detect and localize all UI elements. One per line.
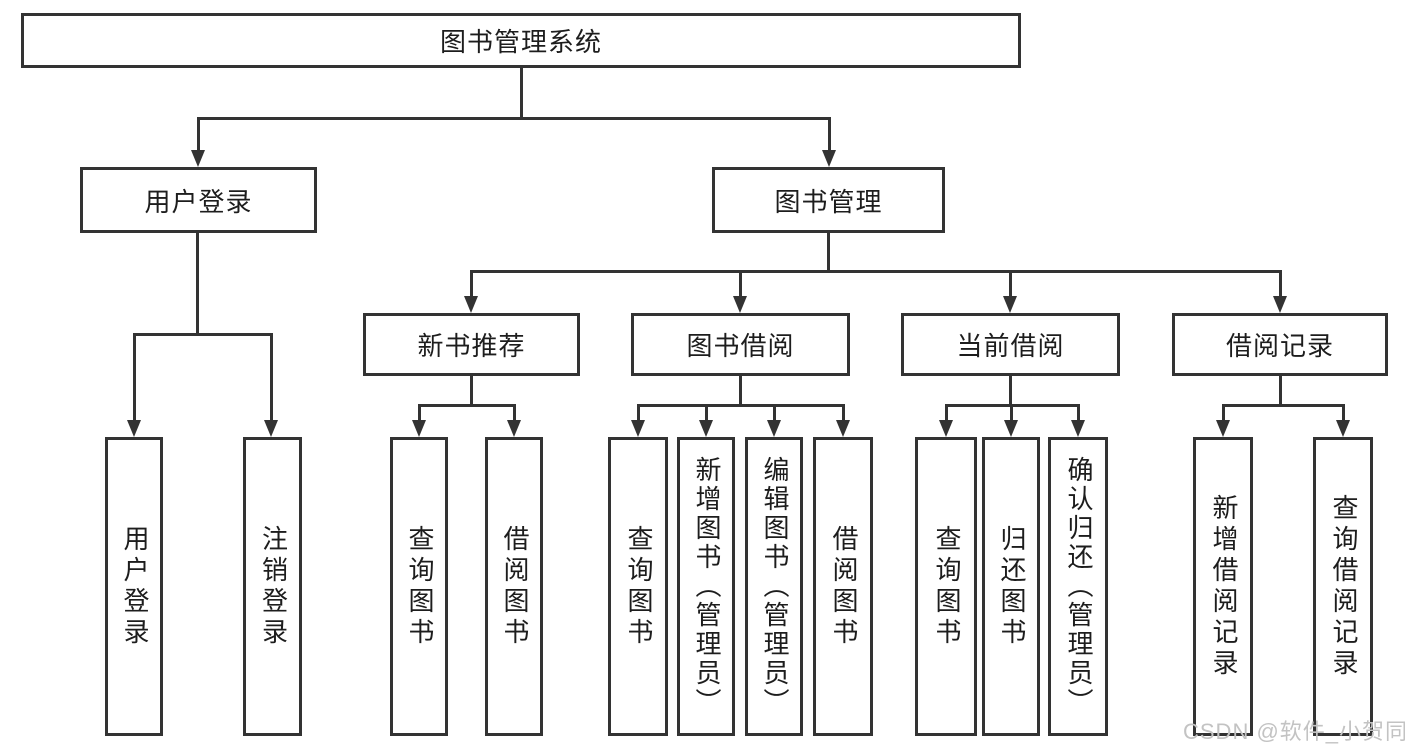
connector-stem-br-query-record	[1342, 404, 1345, 422]
arrowhead-bb-query-book	[631, 420, 645, 437]
connector-root-split	[197, 117, 831, 120]
node-br-query-record-label: 查询借阅记录	[1328, 493, 1359, 680]
node-bb-edit-book-label: 编辑图书（管理员）	[759, 456, 790, 717]
connector-stem-cb-query-book	[945, 404, 948, 422]
connector-borrowing-records-drop	[1279, 376, 1282, 407]
arrowhead-bb-add-book	[699, 420, 713, 437]
arrowhead-borrowing-records	[1273, 296, 1287, 313]
node-cb-confirm-return: 确认归还（管理员）	[1048, 437, 1108, 736]
node-leaf-user-login-label: 用户登录	[119, 524, 150, 649]
connector-stem-book-borrowing	[739, 270, 742, 298]
arrowhead-book-management	[822, 150, 836, 167]
connector-stem-bb-add-book	[705, 404, 708, 422]
node-bb-add-book: 新增图书（管理员）	[677, 437, 735, 736]
connector-stem-rec-borrow-book	[513, 404, 516, 422]
connector-user-login-split	[133, 333, 273, 336]
connector-stem-user-login	[197, 117, 200, 153]
arrowhead-bb-edit-book	[767, 420, 781, 437]
node-cb-query-book: 查询图书	[915, 437, 977, 736]
connector-new-book-recommend-split	[418, 404, 516, 407]
node-bb-query-book: 查询图书	[608, 437, 668, 736]
node-cb-confirm-return-label: 确认归还（管理员）	[1063, 456, 1094, 717]
connector-book-borrowing-drop	[739, 376, 742, 407]
arrowhead-current-borrowing	[1003, 296, 1017, 313]
arrowhead-new-book-recommend	[464, 296, 478, 313]
arrowhead-rec-borrow-book	[507, 420, 521, 437]
node-borrowing-records-label: 借阅记录	[1225, 331, 1334, 361]
node-root-label: 图书管理系统	[439, 27, 602, 57]
arrowhead-br-query-record	[1336, 420, 1350, 437]
arrowhead-bb-borrow-book	[836, 420, 850, 437]
node-user-login-label: 用户登录	[144, 186, 253, 217]
connector-book-management-drop	[827, 233, 830, 273]
connector-root-drop	[520, 68, 523, 118]
connector-current-borrowing-drop	[1009, 376, 1012, 407]
connector-stem-current-borrowing	[1009, 270, 1012, 298]
node-bb-query-book-label: 查询图书	[623, 524, 654, 649]
connector-stem-cb-return-book	[1010, 404, 1013, 422]
arrowhead-cb-query-book	[939, 420, 953, 437]
connector-stem-cb-confirm-return	[1077, 404, 1080, 422]
node-rec-query-book: 查询图书	[390, 437, 448, 736]
node-current-borrowing-label: 当前借阅	[956, 331, 1065, 361]
node-book-management-label: 图书管理	[774, 186, 883, 217]
connector-book-borrowing-split	[637, 404, 845, 407]
node-root: 图书管理系统	[21, 13, 1021, 68]
node-cb-return-book-label: 归还图书	[996, 524, 1027, 649]
arrowhead-rec-query-book	[412, 420, 426, 437]
node-leaf-logout-label: 注销登录	[258, 524, 289, 649]
arrowhead-book-borrowing	[733, 296, 747, 313]
node-br-add-record-label: 新增借阅记录	[1208, 493, 1239, 680]
connector-borrowing-records-split	[1222, 404, 1344, 407]
node-new-book-recommend: 新书推荐	[363, 313, 580, 376]
node-new-book-recommend-label: 新书推荐	[417, 331, 526, 361]
node-book-management: 图书管理	[712, 167, 945, 233]
node-rec-borrow-book: 借阅图书	[485, 437, 543, 736]
node-leaf-user-login: 用户登录	[105, 437, 163, 736]
node-book-borrowing: 图书借阅	[631, 313, 850, 376]
arrowhead-cb-return-book	[1004, 420, 1018, 437]
node-cb-query-book-label: 查询图书	[931, 524, 962, 649]
node-leaf-logout: 注销登录	[243, 437, 302, 736]
connector-stem-bb-edit-book	[773, 404, 776, 422]
connector-new-book-recommend-drop	[470, 376, 473, 407]
connector-book-management-split	[470, 270, 1282, 273]
node-bb-borrow-book-label: 借阅图书	[828, 524, 859, 649]
connector-user-login-drop	[196, 233, 199, 335]
node-br-add-record: 新增借阅记录	[1193, 437, 1253, 736]
node-bb-borrow-book: 借阅图书	[813, 437, 873, 736]
connector-stem-leaf-user-login	[133, 333, 136, 422]
node-borrowing-records: 借阅记录	[1172, 313, 1388, 376]
node-rec-borrow-book-label: 借阅图书	[499, 524, 530, 649]
arrowhead-leaf-logout	[264, 420, 278, 437]
node-current-borrowing: 当前借阅	[901, 313, 1120, 376]
watermark: CSDN @软件_小贺同学	[1183, 719, 1405, 744]
connector-stem-br-add-record	[1222, 404, 1225, 422]
arrowhead-cb-confirm-return	[1071, 420, 1085, 437]
node-bb-edit-book: 编辑图书（管理员）	[745, 437, 803, 736]
connector-stem-book-management	[828, 117, 831, 153]
node-rec-query-book-label: 查询图书	[404, 524, 435, 649]
arrowhead-br-add-record	[1216, 420, 1230, 437]
node-br-query-record: 查询借阅记录	[1313, 437, 1373, 736]
connector-stem-bb-borrow-book	[842, 404, 845, 422]
arrowhead-leaf-user-login	[127, 420, 141, 437]
node-bb-add-book-label: 新增图书（管理员）	[691, 456, 722, 717]
connector-stem-leaf-logout	[270, 333, 273, 422]
arrowhead-user-login	[191, 150, 205, 167]
node-cb-return-book: 归还图书	[982, 437, 1040, 736]
node-book-borrowing-label: 图书借阅	[686, 331, 795, 361]
connector-stem-rec-query-book	[418, 404, 421, 422]
connector-stem-borrowing-records	[1279, 270, 1282, 298]
connector-stem-bb-query-book	[637, 404, 640, 422]
connector-stem-new-book-recommend	[470, 270, 473, 298]
node-user-login: 用户登录	[80, 167, 317, 233]
